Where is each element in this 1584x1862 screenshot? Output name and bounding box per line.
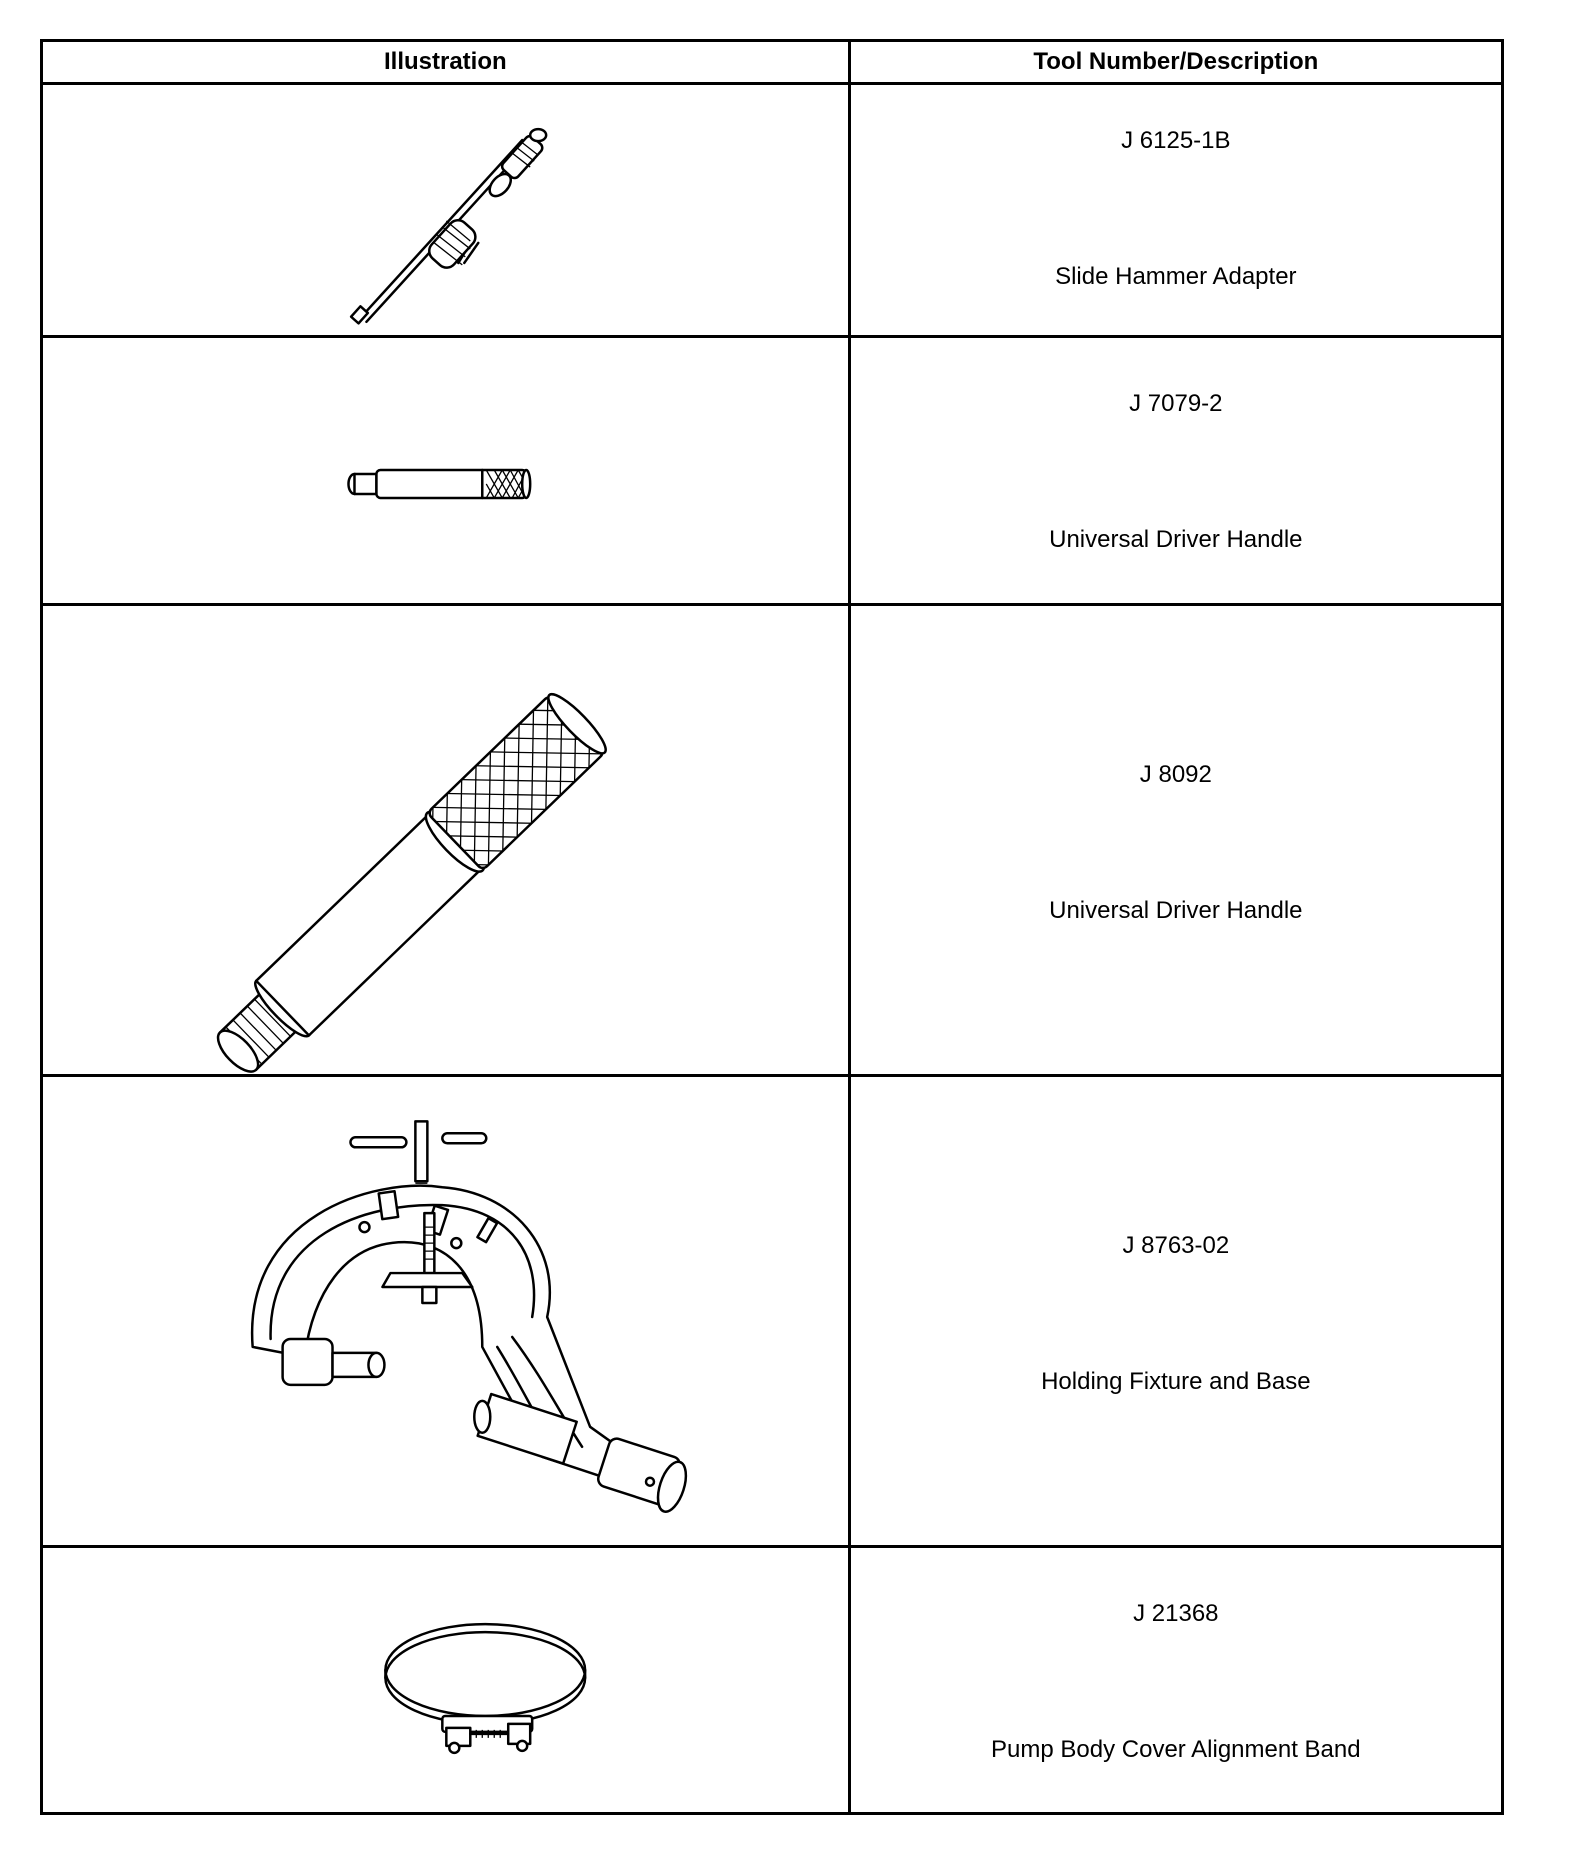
illustration-cell <box>40 1545 851 1815</box>
illustration-cell <box>40 1074 851 1548</box>
alignment-band-icon <box>384 1622 587 1755</box>
description-cell: J 6125-1B Slide Hammer Adapter <box>847 82 1505 338</box>
description-cell: J 7079-2 Universal Driver Handle <box>847 335 1505 606</box>
header-illustration: Illustration <box>40 39 851 85</box>
table-row: J 7079-2 Universal Driver Handle <box>40 335 1505 606</box>
description-cell: J 8763-02 Holding Fixture and Base <box>847 1074 1505 1548</box>
tool-number: J 7079-2 <box>1129 390 1223 417</box>
tool-number: J 21368 <box>1133 1600 1219 1627</box>
tool-description: Universal Driver Handle <box>1049 897 1303 924</box>
table-row: J 6125-1B Slide Hammer Adapter <box>40 82 1505 338</box>
description-cell: J 21368 Pump Body Cover Alignment Band <box>847 1545 1505 1815</box>
description-cell: J 8092 Universal Driver Handle <box>847 603 1505 1077</box>
small-driver-handle-icon <box>347 468 532 500</box>
illustration-cell <box>40 335 851 606</box>
table-row: J 21368 Pump Body Cover Alignment Band <box>40 1545 1505 1815</box>
large-driver-handle-icon <box>216 692 607 1073</box>
tool-number: J 8763-02 <box>1122 1232 1230 1259</box>
tool-description: Slide Hammer Adapter <box>1055 263 1297 290</box>
illustration-cell <box>40 82 851 338</box>
tool-description: Pump Body Cover Alignment Band <box>991 1736 1361 1763</box>
tool-number: J 8092 <box>1139 761 1212 788</box>
tool-number: J 6125-1B <box>1121 127 1231 154</box>
slide-hammer-adapter-icon <box>349 127 548 325</box>
illustration-cell <box>40 603 851 1077</box>
tool-description: Universal Driver Handle <box>1049 526 1303 553</box>
table-row: J 8092 Universal Driver Handle <box>40 603 1505 1077</box>
table-row: J 8763-02 Holding Fixture and Base <box>40 1074 1505 1548</box>
tool-table: Illustration Tool Number/Description <box>40 39 1505 1815</box>
header-row: Illustration Tool Number/Description <box>40 39 1505 85</box>
header-tool-number-description: Tool Number/Description <box>847 39 1505 85</box>
holding-fixture-icon <box>250 1120 688 1513</box>
tool-description: Holding Fixture and Base <box>1041 1368 1311 1395</box>
